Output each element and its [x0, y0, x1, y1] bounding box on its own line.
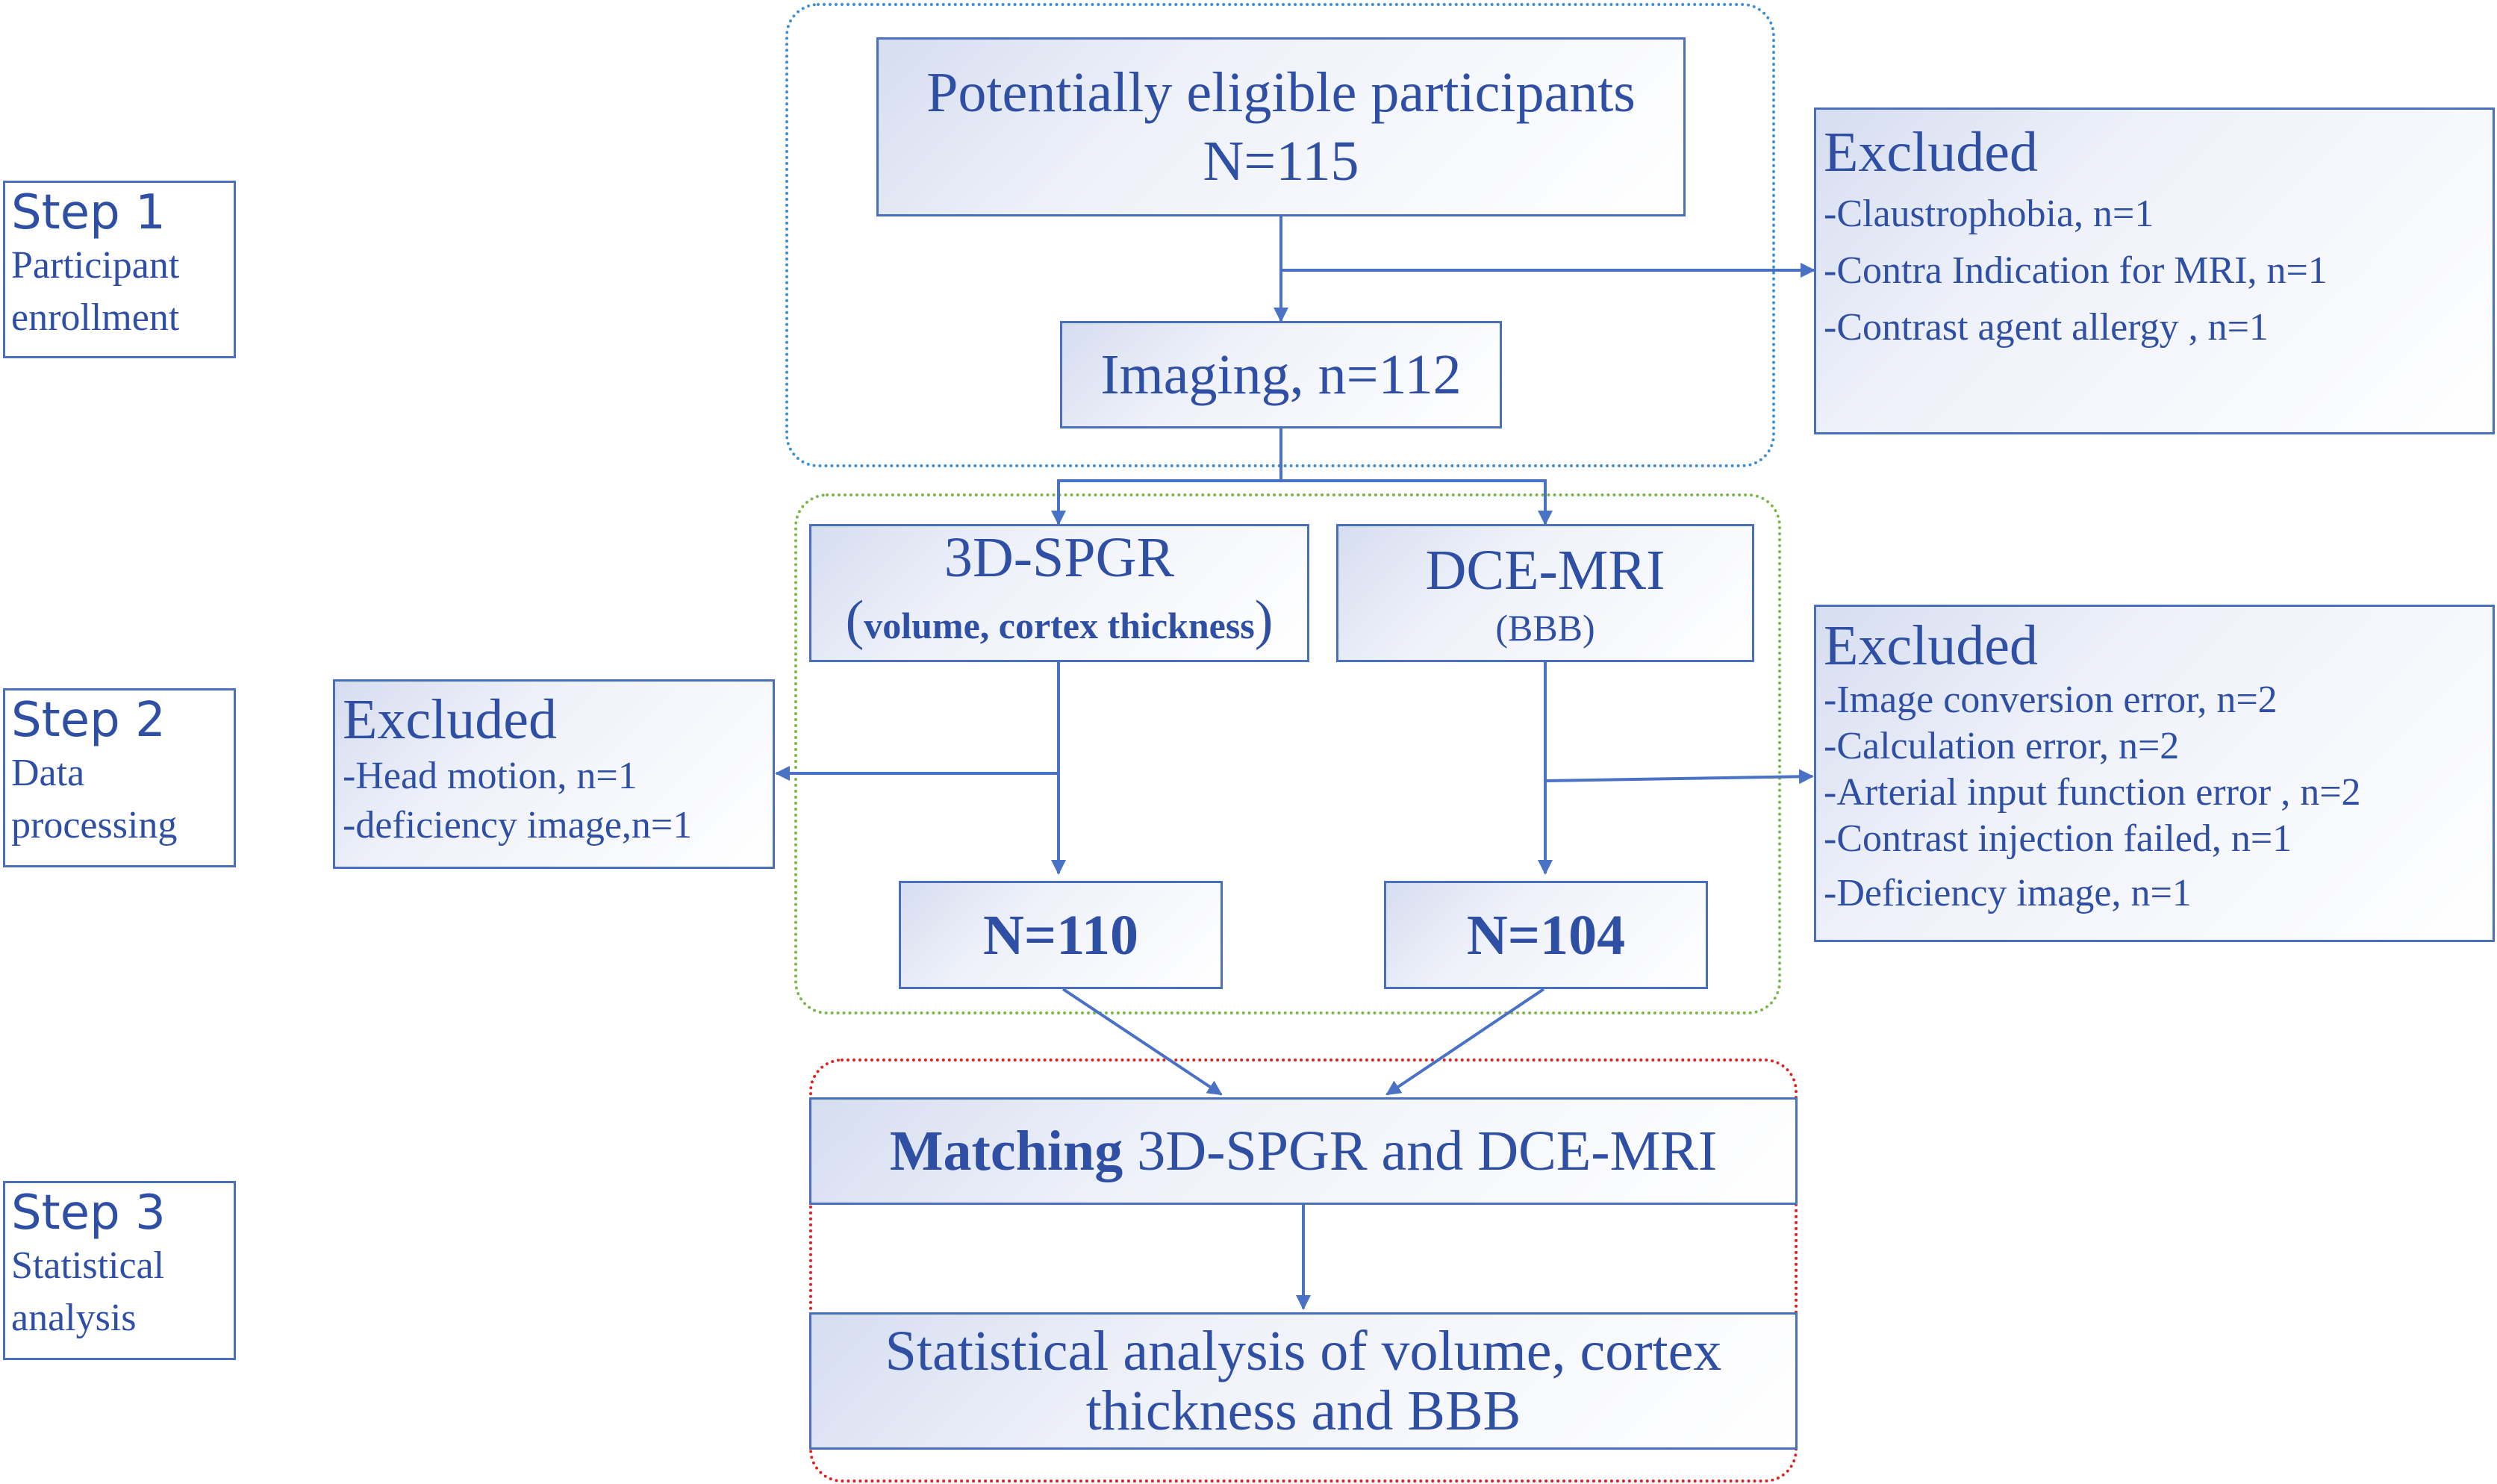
excluded-enrollment-title: Excluded: [1824, 121, 2039, 184]
analysis-line1: Statistical analysis of volume, cortex: [885, 1320, 1722, 1382]
n110-label: N=110: [983, 903, 1138, 967]
step3-title: Step 3: [11, 1185, 166, 1241]
excluded-dce-item: -Deficiency image, n=1: [1824, 872, 2192, 914]
excluded-dce-title: Excluded: [1824, 614, 2039, 677]
step1-label: Step 1 Participant enrollment: [3, 181, 236, 358]
excluded-spgr-box: Excluded -Head motion, n=1 -deficiency i…: [333, 679, 775, 869]
spgr-detail: volume, cortex thickness: [864, 604, 1255, 646]
step1-title: Step 1: [11, 185, 166, 240]
excluded-dce-item: -Image conversion error, n=2: [1824, 679, 2278, 721]
step3-region: [809, 1059, 1798, 1483]
spgr-detail-line: (volume, cortex thickness): [846, 592, 1274, 664]
step1-line1: Participant: [11, 244, 180, 287]
excluded-spgr-item: -Head motion, n=1: [343, 755, 638, 797]
spgr-paren-close: ): [1254, 589, 1274, 651]
arrow-imaging-to-spgr: [1051, 428, 1282, 526]
arrow-imaging-to-dce: [1281, 479, 1553, 526]
step3-line1: Statistical: [11, 1244, 165, 1287]
matching-line: Matching 3D-SPGR and DCE-MRI: [890, 1117, 1717, 1185]
excluded-enrollment-item: -Contra Indication for MRI, n=1: [1824, 249, 2328, 292]
excluded-enrollment-item: -Claustrophobia, n=1: [1824, 193, 2154, 235]
step2-line1: Data: [11, 752, 85, 794]
n104-box: N=104: [1384, 881, 1708, 989]
eligible-participants-box: Potentially eligible participants N=115: [876, 37, 1686, 216]
matching-bold: Matching: [889, 1120, 1123, 1182]
analysis-line2: thickness and BBB: [1085, 1379, 1521, 1442]
excluded-dce-item: -Arterial input function error , n=2: [1824, 771, 2361, 814]
statistical-analysis-box: Statistical analysis of volume, cortex t…: [809, 1312, 1798, 1450]
arrow-to-excluded-dce: [1544, 769, 1814, 785]
n110-box: N=110: [899, 881, 1223, 989]
excluded-spgr-title: Excluded: [343, 688, 558, 751]
arrow-n110-to-matching: [1062, 988, 1223, 1096]
spgr-paren-open: (: [845, 589, 864, 651]
step1-line2: enrollment: [11, 296, 180, 339]
step2-line2: processing: [11, 804, 178, 847]
dce-detail: (BBB): [1495, 606, 1595, 649]
imaging-box: Imaging, n=112: [1060, 321, 1502, 428]
n104-label: N=104: [1466, 903, 1626, 967]
excluded-dce-box: Excluded -Image conversion error, n=2 -C…: [1814, 605, 2495, 942]
excluded-enrollment-box: Excluded -Claustrophobia, n=1 -Contra In…: [1814, 107, 2495, 434]
excluded-enrollment-item: -Contrast agent allergy , n=1: [1824, 306, 2269, 349]
spgr-title: 3D-SPGR: [944, 526, 1175, 589]
step3-label: Step 3 Statistical analysis: [3, 1181, 236, 1360]
dce-box: DCE-MRI (BBB): [1336, 524, 1754, 662]
excluded-dce-item: -Contrast injection failed, n=1: [1824, 817, 2292, 860]
spgr-box: 3D-SPGR (volume, cortex thickness): [809, 524, 1309, 662]
step2-title: Step 2: [11, 693, 166, 748]
eligible-label: Potentially eligible participants: [926, 61, 1636, 124]
dce-title: DCE-MRI: [1425, 538, 1665, 602]
matching-box: Matching 3D-SPGR and DCE-MRI: [809, 1097, 1798, 1205]
excluded-spgr-item: -deficiency image,n=1: [343, 804, 693, 847]
matching-rest: 3D-SPGR and DCE-MRI: [1123, 1120, 1718, 1182]
imaging-label: Imaging, n=112: [1100, 343, 1462, 406]
eligible-count: N=115: [1203, 130, 1359, 193]
step2-region: [794, 493, 1781, 1014]
step2-label: Step 2 Data processing: [3, 688, 236, 867]
step3-line2: analysis: [11, 1297, 137, 1339]
excluded-dce-item: -Calculation error, n=2: [1824, 725, 2180, 767]
arrow-n104-to-matching: [1385, 988, 1545, 1096]
